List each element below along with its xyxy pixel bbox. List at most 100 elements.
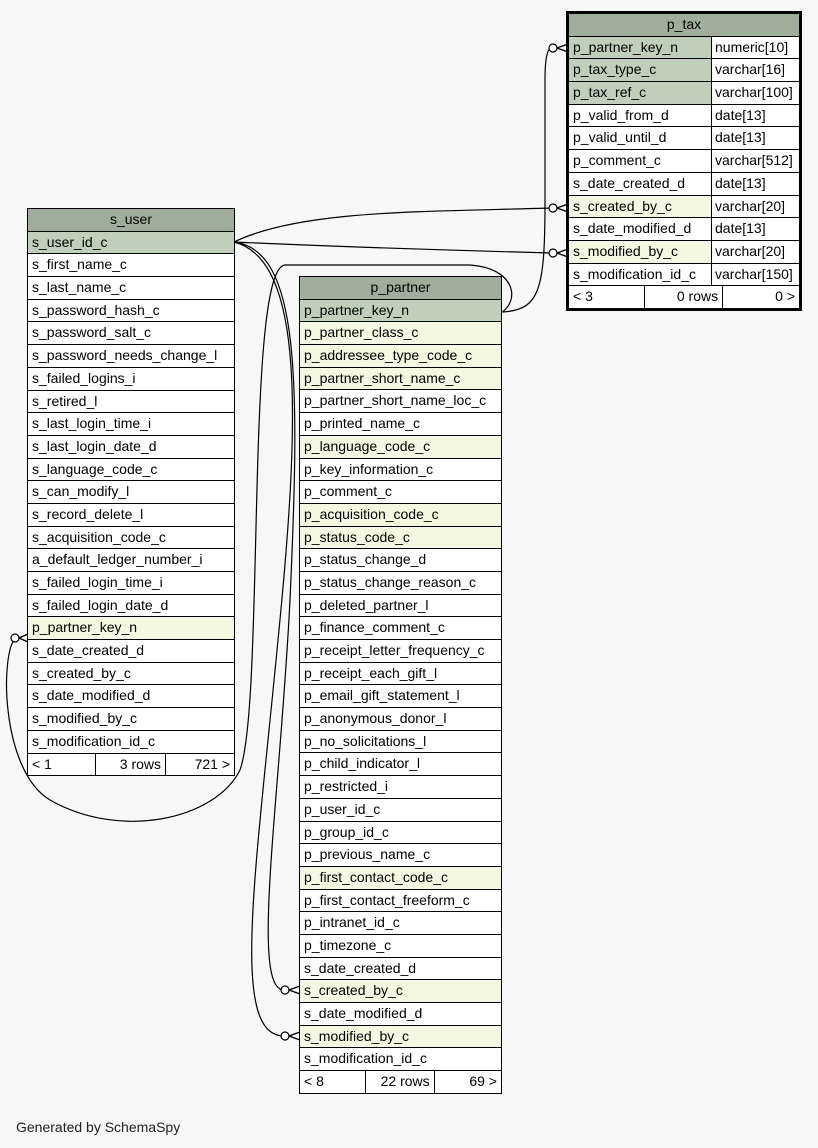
- column-row[interactable]: s_last_login_time_i: [28, 413, 234, 435]
- column-row[interactable]: s_date_created_d: [28, 640, 234, 662]
- child-count[interactable]: 721 >: [194, 755, 231, 772]
- column-row[interactable]: p_no_solicitations_l: [300, 730, 501, 753]
- column-name: s_modification_id_c: [32, 732, 155, 749]
- column-name: p_finance_comment_c: [304, 619, 445, 636]
- column-row[interactable]: s_failed_logins_i: [28, 367, 234, 390]
- column-name: p_first_contact_freeform_c: [304, 891, 470, 908]
- table-footer: < 3 0 rows 0 >: [569, 286, 799, 308]
- column-row[interactable]: p_email_gift_statement_l: [300, 685, 501, 708]
- generator-note: Generated by SchemaSpy: [16, 1119, 181, 1135]
- column-row[interactable]: p_first_contact_freeform_c: [300, 889, 501, 912]
- column-row[interactable]: p_comment_c: [300, 481, 501, 503]
- column-row[interactable]: p_partner_key_n: [300, 299, 501, 322]
- column-row[interactable]: p_status_change_reason_c: [300, 571, 501, 594]
- column-row[interactable]: p_partner_short_name_c: [300, 367, 501, 390]
- column-row[interactable]: p_partner_key_n: [28, 617, 234, 640]
- column-row[interactable]: s_modification_id_c: [300, 1048, 501, 1071]
- column-row[interactable]: p_user_id_c: [300, 798, 501, 821]
- table-header[interactable]: s_user: [28, 209, 234, 231]
- column-type: varchar[20]: [711, 195, 799, 218]
- column-name: s_date_created_d: [573, 174, 686, 191]
- column-row[interactable]: p_printed_name_c: [300, 413, 501, 435]
- column-name: s_last_login_time_i: [32, 415, 152, 432]
- column-row[interactable]: s_failed_login_date_d: [28, 594, 234, 617]
- column-row[interactable]: s_acquisition_code_c: [28, 526, 234, 549]
- parent-count[interactable]: < 3: [569, 286, 645, 308]
- column-row[interactable]: p_intranet_id_c: [300, 912, 501, 934]
- column-type: varchar[100]: [711, 82, 799, 104]
- column-row[interactable]: s_modification_id_c: [28, 730, 234, 753]
- column-row[interactable]: s_retired_l: [28, 390, 234, 413]
- column-name: s_user_id_c: [32, 233, 108, 250]
- column-name: p_status_code_c: [304, 528, 410, 545]
- column-row[interactable]: p_partner_short_name_loc_c: [300, 390, 501, 413]
- column-row[interactable]: s_password_needs_change_l: [28, 345, 234, 367]
- column-row[interactable]: p_receipt_letter_frequency_c: [300, 640, 501, 662]
- column-row[interactable]: s_date_created_d: [300, 957, 501, 980]
- table-header[interactable]: p_partner: [300, 277, 501, 299]
- column-row[interactable]: p_child_indicator_l: [300, 753, 501, 776]
- column-row[interactable]: p_acquisition_code_c: [300, 503, 501, 526]
- column-row[interactable]: p_anonymous_donor_l: [300, 708, 501, 730]
- column-row[interactable]: s_password_hash_c: [28, 299, 234, 322]
- column-row[interactable]: s_user_id_c: [28, 231, 234, 254]
- column-name: s_failed_login_time_i: [32, 574, 163, 590]
- column-row[interactable]: s_created_by_c: [28, 662, 234, 685]
- column-row[interactable]: s_record_delete_l: [28, 503, 234, 526]
- column-row[interactable]: s_password_salt_c: [28, 322, 234, 345]
- column-name: p_acquisition_code_c: [304, 505, 439, 522]
- table-header[interactable]: p_tax: [569, 14, 799, 36]
- column-row[interactable]: s_can_modify_l: [28, 481, 234, 503]
- column-row[interactable]: s_failed_login_time_i: [28, 572, 234, 594]
- column-row[interactable]: a_default_ledger_number_i: [28, 549, 234, 571]
- column-name: p_comment_c: [304, 483, 392, 500]
- column-row[interactable]: s_last_login_date_d: [28, 435, 234, 458]
- column-row[interactable]: s_modified_by_c: [28, 708, 234, 730]
- child-count[interactable]: 69 >: [469, 1073, 497, 1090]
- column-row[interactable]: p_finance_comment_c: [300, 617, 501, 639]
- column-row[interactable]: s_modified_by_c: [300, 1025, 501, 1048]
- column-row[interactable]: p_group_id_c: [300, 821, 501, 844]
- column-row[interactable]: s_date_modified_d: [300, 1003, 501, 1025]
- column-row[interactable]: s_date_modified_d: [28, 685, 234, 708]
- column-row[interactable]: p_language_code_c: [300, 435, 501, 458]
- column-row[interactable]: p_status_code_c: [300, 526, 501, 549]
- parent-count[interactable]: < 8: [300, 1071, 367, 1093]
- column-row[interactable]: s_language_code_c: [28, 458, 234, 481]
- column-row[interactable]: p_key_information_c: [300, 458, 501, 481]
- column-row[interactable]: p_addressee_type_code_c: [300, 345, 501, 367]
- column-row[interactable]: s_last_name_c: [28, 277, 234, 299]
- column-row[interactable]: p_first_contact_code_c: [300, 866, 501, 889]
- column-name: p_status_change_reason_c: [304, 573, 477, 590]
- table-footer: < 1 3 rows 721 >: [28, 753, 234, 776]
- column-row[interactable]: p_status_change_d: [300, 549, 501, 571]
- edge-partner-to-tax: [501, 47, 553, 313]
- column-row[interactable]: p_partner_class_c: [300, 322, 501, 345]
- parent-count[interactable]: < 1: [28, 753, 96, 776]
- column-row[interactable]: p_deleted_partner_l: [300, 594, 501, 617]
- column-row[interactable]: s_created_by_c: [300, 980, 501, 1002]
- column-row[interactable]: p_timezone_c: [300, 934, 501, 957]
- column-name: p_restricted_i: [304, 778, 389, 795]
- column-row[interactable]: p_previous_name_c: [300, 844, 501, 866]
- column-row[interactable]: s_first_name_c: [28, 254, 234, 277]
- column-row[interactable]: p_restricted_i: [300, 776, 501, 798]
- column-name: s_date_created_d: [32, 642, 145, 659]
- child-count[interactable]: 0 >: [775, 288, 796, 305]
- column-row[interactable]: p_receipt_each_gift_l: [300, 662, 501, 685]
- column-name: p_receipt_letter_frequency_c: [304, 642, 485, 658]
